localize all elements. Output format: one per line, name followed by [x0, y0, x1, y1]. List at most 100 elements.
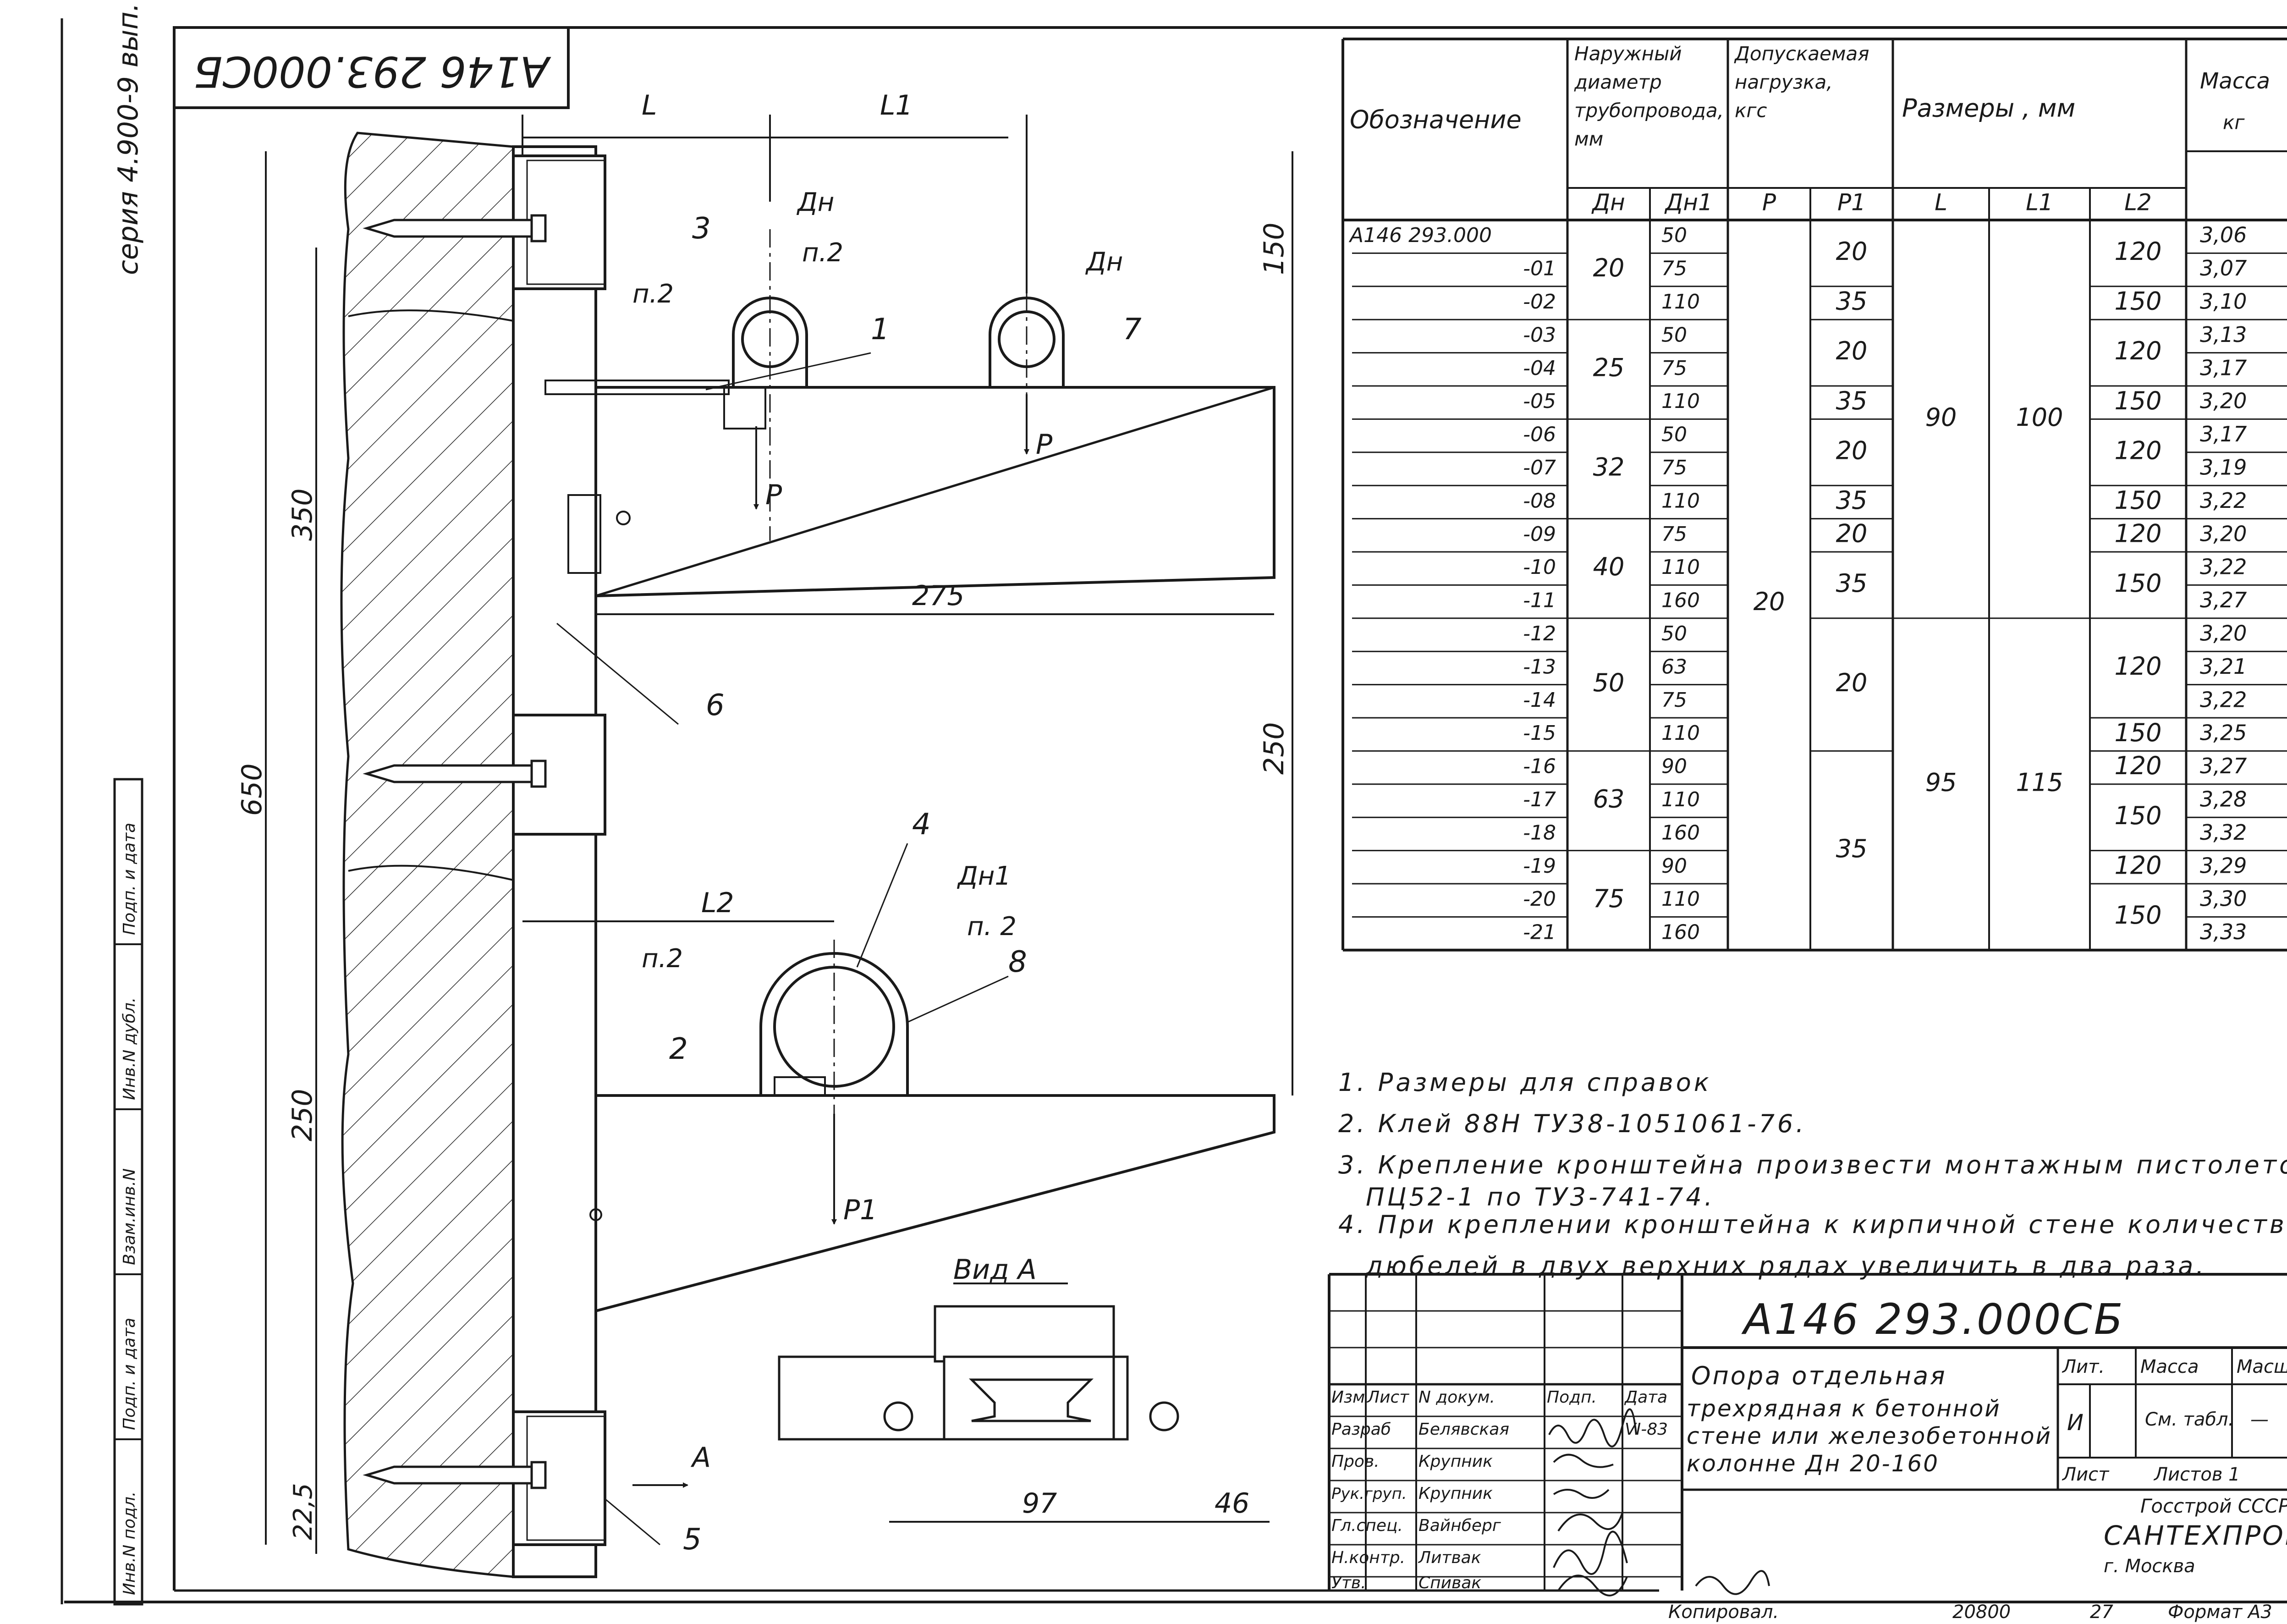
mass-value: См. табл.: [2145, 1409, 2234, 1430]
role-0: Разраб: [1331, 1420, 1391, 1439]
dowel-top: [363, 214, 547, 242]
role-3: Гл.спец.: [1331, 1516, 1403, 1535]
letter-value: И: [2067, 1410, 2084, 1436]
cell-l2-10: 120: [2114, 751, 2161, 780]
org-1: САНТЕХПРОЕК: [2104, 1520, 2287, 1551]
title-name-0: Опора отдельная: [1691, 1361, 1947, 1390]
note-3-cont: ПЦ52-1 по ТУ3-741-74.: [1366, 1183, 1715, 1211]
cell-mass-12: 3,20: [2200, 621, 2247, 646]
cell-designation-17: -17: [1523, 788, 1556, 811]
label-pos8: 8: [1008, 945, 1027, 979]
role-5: Утв.: [1331, 1574, 1366, 1592]
format-label: Формат А3: [2168, 1602, 2272, 1623]
bracket-drawing: [265, 115, 1293, 1578]
name-2: Крупник: [1418, 1484, 1493, 1503]
label-pos4: 4: [912, 808, 931, 842]
dim-250-left: 250: [286, 1089, 319, 1141]
scale-value: —: [2250, 1409, 2269, 1430]
label-pos2: 2: [669, 1032, 688, 1066]
dim-350: 350: [286, 488, 319, 541]
cell-mass-13: 3,21: [2200, 654, 2247, 679]
dim-650: 650: [236, 763, 268, 816]
name-3: Вайнберг: [1418, 1516, 1501, 1535]
hdr-load-2: кгс: [1735, 99, 1767, 122]
title-block-text: А146 293.000СБ Опора отдельная трехрядна…: [1331, 1295, 2287, 1592]
dim-46: 46: [1215, 1487, 1249, 1519]
col-date: Дата: [1624, 1388, 1667, 1407]
org-2: г. Москва: [2104, 1556, 2195, 1577]
mass-label: Масса: [2140, 1356, 2199, 1377]
cell-mass-20: 3,30: [2200, 886, 2247, 911]
sheet-label: Лист: [2062, 1464, 2110, 1485]
hdr-p1: Р1: [1837, 189, 1866, 216]
role-1: Пров.: [1331, 1452, 1380, 1471]
cell-dn1-3: 50: [1661, 323, 1687, 347]
note-4: 4. При креплении кронштейна к кирпичной …: [1338, 1210, 2287, 1239]
cell-mass-11: 3,27: [2200, 588, 2247, 612]
label-view-a: Вид А: [953, 1254, 1037, 1286]
label-pos1: 1: [871, 313, 890, 347]
hdr-p: Р: [1762, 189, 1776, 216]
cell-designation-4: -04: [1523, 357, 1556, 380]
cell-l2-7: 150: [2114, 569, 2161, 598]
cell-mass-17: 3,28: [2200, 787, 2247, 812]
label-dn1: Дн1: [957, 861, 1011, 891]
role-2: Рук.груп.: [1331, 1485, 1407, 1503]
lit-label: Лит.: [2062, 1356, 2105, 1377]
dim-l2: L2: [701, 887, 734, 919]
copied-label: Копировал.: [1668, 1602, 1779, 1623]
cell-mass-8: 3,22: [2200, 488, 2247, 513]
hdr-mass-1: кг: [2223, 111, 2245, 134]
cell-dn-0: 20: [1593, 253, 1625, 282]
org-0: Госстрой СССР: [2140, 1495, 2287, 1517]
label-pos5: 5: [683, 1523, 702, 1557]
label-p2-c: п.2: [642, 944, 683, 974]
hdr-outer-diameter-1: диаметр: [1574, 71, 1662, 94]
cell-designation-12: -12: [1523, 622, 1556, 645]
view-a: [778, 1305, 1179, 1441]
cell-l2-11: 150: [2114, 801, 2161, 830]
note-4-cont: дюбелей в двух верхних рядах увеличить в…: [1365, 1251, 2206, 1280]
note-1: 1. Размеры для справок: [1338, 1068, 1711, 1097]
dim-97: 97: [1022, 1487, 1057, 1519]
cell-designation-13: -13: [1523, 655, 1556, 678]
cell-l2-1: 150: [2114, 287, 2161, 316]
cell-designation-21: -21: [1523, 921, 1556, 944]
footer: Копировал. 20800 27 Формат А3: [1668, 1602, 2272, 1623]
side-cell-1: Подп. и дата: [120, 1318, 139, 1430]
cell-l1-0: 100: [2016, 403, 2063, 432]
title-name-3: колонне Дн 20-160: [1687, 1450, 1939, 1477]
cell-p1-6: 20: [1836, 519, 1868, 548]
name-5: Спивак: [1418, 1574, 1481, 1592]
title-name-1: трехрядная к бетонной: [1687, 1395, 2001, 1422]
lower-arm: [594, 1094, 1275, 1313]
cell-mass-16: 3,27: [2200, 754, 2247, 778]
cell-l2-2: 120: [2114, 336, 2161, 365]
cell-mass-3: 3,13: [2200, 322, 2247, 347]
cell-dn1-11: 160: [1661, 589, 1700, 612]
hdr-l2: L2: [2124, 189, 2152, 216]
label-p2-b: п.2: [632, 279, 674, 309]
cell-p1-9: 35: [1836, 834, 1868, 863]
cell-designation-10: -10: [1523, 556, 1556, 579]
cell-mass-15: 3,25: [2200, 721, 2247, 745]
cell-designation-8: -08: [1523, 489, 1556, 512]
hdr-outer-diameter-2: трубопровода,: [1574, 99, 1724, 122]
cell-l2-5: 150: [2114, 486, 2161, 515]
hdr-load-0: Допускаемая: [1734, 43, 1869, 65]
role-4: Н.контр.: [1331, 1548, 1405, 1567]
cell-dn-5: 63: [1593, 785, 1625, 814]
hdr-designation: Обозначение: [1350, 105, 1522, 134]
cell-l2-8: 120: [2114, 652, 2161, 681]
label-pos3: 3: [692, 212, 711, 246]
dim-250-right: 250: [1258, 722, 1290, 775]
cell-designation-20: -20: [1523, 887, 1556, 911]
cell-p1-8: 20: [1836, 668, 1868, 697]
cell-dn1-5: 110: [1661, 390, 1700, 413]
label-dn-a: Дн: [796, 187, 834, 217]
hdr-outer-diameter-3: мм: [1574, 128, 1603, 150]
dim-275: 275: [912, 580, 965, 612]
dim-150: 150: [1258, 222, 1290, 275]
cell-dn1-14: 75: [1661, 688, 1687, 712]
cell-designation-19: -19: [1523, 854, 1556, 878]
